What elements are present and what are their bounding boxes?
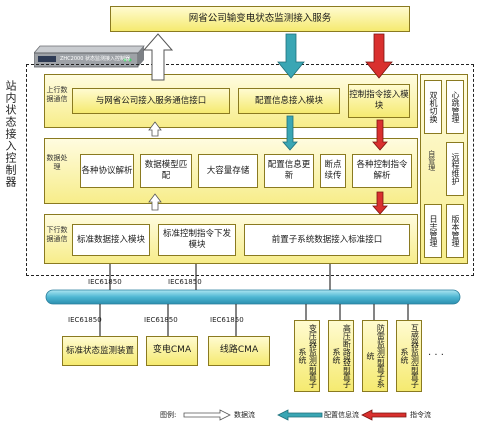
legend-title: 图例: bbox=[160, 411, 177, 419]
inner-command-arrow-1 bbox=[372, 119, 388, 151]
bus-label-3: IEC61850 bbox=[68, 316, 102, 324]
module-heartbeat: 心跳管理 bbox=[446, 80, 464, 134]
server-device-image: ZHC2000 状态监测接入控制器 bbox=[33, 44, 146, 72]
legend-command-flow: 指令流 bbox=[410, 411, 431, 419]
bus-label-4: IEC61850 bbox=[144, 316, 178, 324]
data-box-config-update: 配置信息更新 bbox=[264, 154, 314, 188]
inner-command-arrow-2 bbox=[372, 191, 388, 215]
lower-box-front-interface: 前置子系统数据接入标准接口 bbox=[244, 224, 410, 256]
upper-box-service-interface: 与网省公司接入服务通信接口 bbox=[72, 88, 230, 114]
subsystem-breaker: 高压断路器前置子系统 bbox=[328, 320, 354, 392]
legend-data-arrow bbox=[183, 409, 231, 421]
iec61850-bus bbox=[45, 289, 461, 305]
legend-command-arrow bbox=[361, 409, 407, 421]
data-box-model-match: 数据模型匹配 bbox=[140, 154, 192, 188]
upper-box-command-access: 控制指令接入模块 bbox=[348, 84, 410, 118]
device-line-cma: 线路CMA bbox=[208, 336, 270, 366]
top-service-box: 网省公司输变电状态监测接入服务 bbox=[110, 6, 410, 32]
lower-layer-label: 下行数据通信 bbox=[46, 226, 68, 243]
subsystem-lightning: 防雷监测前置子系统 bbox=[362, 320, 388, 392]
upper-layer-label: 上行数据通信 bbox=[46, 86, 68, 103]
inner-config-arrow-1 bbox=[282, 115, 298, 151]
legend-config-flow: 配置信息流 bbox=[324, 411, 359, 419]
controller-boundary bbox=[26, 64, 474, 276]
controller-title: 站内状态接入控制器 bbox=[4, 80, 17, 188]
module-log-management: 日志管理 bbox=[424, 204, 442, 258]
module-version-management: 版本管理 bbox=[446, 204, 464, 258]
self-management-label: 自管理 bbox=[427, 150, 436, 171]
data-box-resume: 断点续传 bbox=[320, 154, 346, 188]
data-flow-arrow-top bbox=[142, 33, 174, 81]
lower-box-command-send: 标准控制指令下发模块 bbox=[158, 224, 236, 256]
bus-label-5: IEC61850 bbox=[210, 316, 244, 324]
module-remote-maintenance: 远程维护 bbox=[446, 142, 464, 196]
inner-data-arrow-2 bbox=[148, 193, 162, 211]
upper-box-config-access: 配置信息接入模块 bbox=[238, 88, 340, 114]
legend-config-arrow bbox=[277, 409, 323, 421]
command-flow-arrow-top bbox=[365, 33, 393, 79]
subsystem-transducer: 互感器监测前置子系统 bbox=[396, 320, 422, 392]
device-substation-cma: 变电CMA bbox=[146, 336, 198, 366]
data-box-command-parse: 各种控制指令解析 bbox=[352, 154, 412, 188]
legend-data-flow: 数据流 bbox=[234, 411, 255, 419]
data-box-storage: 大容量存储 bbox=[198, 154, 258, 188]
data-box-protocol-parse: 各种协议解析 bbox=[80, 154, 134, 188]
bus-label-1: IEC61850 bbox=[88, 278, 122, 286]
data-layer-label: 数据处理 bbox=[46, 154, 68, 171]
lower-box-data-access: 标准数据接入模块 bbox=[72, 224, 150, 256]
device-standard-monitor: 标准状态监测装置 bbox=[62, 336, 138, 366]
subsystem-transformer: 变压器监测前置子系统 bbox=[294, 320, 320, 392]
device-label: ZHC2000 状态监测接入控制器 bbox=[60, 56, 130, 62]
top-service-label: 网省公司输变电状态监测接入服务 bbox=[188, 13, 332, 25]
module-dual-switch: 双机切换 bbox=[424, 80, 442, 134]
bus-label-2: IEC61850 bbox=[168, 278, 202, 286]
inner-data-arrow-1 bbox=[148, 121, 162, 137]
config-flow-arrow-top bbox=[277, 33, 305, 79]
more-ellipsis: · · · bbox=[428, 350, 444, 361]
